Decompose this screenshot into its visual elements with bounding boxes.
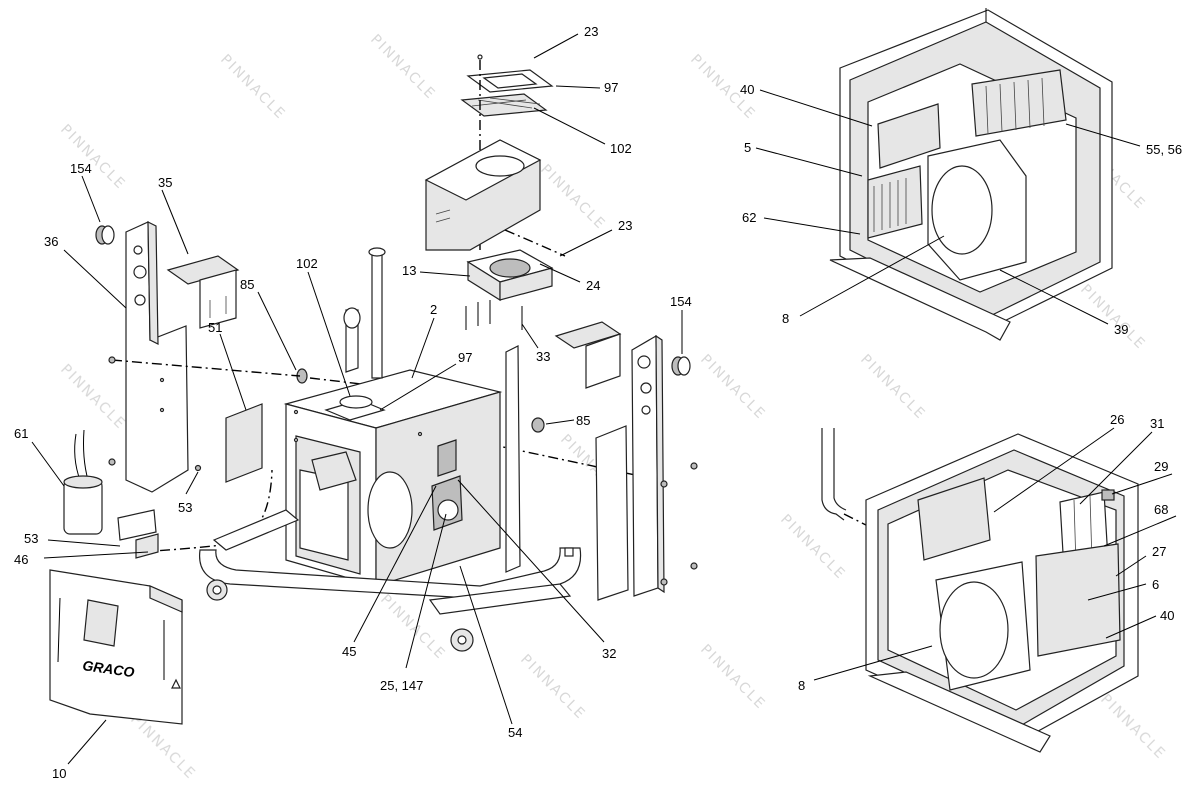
callout-labels: 23 97 102 23 13 24 33 154 35 36 85 102 2… [14, 24, 1182, 781]
right-top-cover [554, 321, 622, 389]
callout-27: 27 [1152, 544, 1166, 559]
grommet-154-left [95, 225, 115, 245]
callout-23-top: 23 [584, 24, 598, 39]
callout-33: 33 [536, 349, 550, 364]
leader-lines [31, 33, 1177, 765]
watermark-text: PINNACLE [57, 362, 129, 434]
callout-5: 5 [744, 140, 751, 155]
callout-102-mid: 102 [296, 256, 318, 271]
watermark-text: PINNACLE [1077, 282, 1149, 354]
inset-enclosure-bottom [821, 428, 1139, 753]
callout-8-bottom: 8 [798, 678, 805, 693]
fan-bracket [424, 139, 542, 251]
callout-31: 31 [1150, 416, 1164, 431]
callout-39: 39 [1114, 322, 1128, 337]
callout-13: 13 [402, 263, 416, 278]
left-top-cover [166, 255, 240, 329]
contactor-26 [917, 477, 991, 561]
callout-154-left: 154 [70, 161, 92, 176]
callout-102-top: 102 [610, 141, 632, 156]
heatsink-5 [867, 165, 923, 239]
callout-6: 6 [1152, 577, 1159, 592]
watermark-text: PINNACLE [217, 52, 289, 124]
callout-36: 36 [44, 234, 58, 249]
front-cover-10: GRACO [49, 569, 183, 725]
graco-logo-text: GRACO [82, 657, 136, 680]
callout-51: 51 [208, 320, 222, 335]
callout-24: 24 [586, 278, 600, 293]
relay-block-40 [877, 103, 941, 169]
exploded-assembly: GRACO [49, 54, 698, 725]
callout-45: 45 [342, 644, 356, 659]
callout-2: 2 [430, 302, 437, 317]
callout-10: 10 [52, 766, 66, 781]
callout-97-mid: 97 [458, 350, 472, 365]
callout-53-a: 53 [178, 500, 192, 515]
callout-97-top: 97 [604, 80, 618, 95]
warning-icon [171, 678, 181, 689]
control-board-6 [1035, 543, 1121, 657]
callout-62: 62 [742, 210, 756, 225]
watermark-text: PINNACLE [517, 652, 589, 724]
callout-85-left: 85 [240, 277, 254, 292]
callout-32: 32 [602, 646, 616, 661]
callout-29: 29 [1154, 459, 1168, 474]
watermark-text: PINNACLE [777, 512, 849, 584]
callout-46: 46 [14, 552, 28, 567]
cooling-fan [465, 249, 554, 330]
callout-154-right: 154 [670, 294, 692, 309]
callout-61: 61 [14, 426, 28, 441]
main-chassis [283, 369, 503, 587]
left-side-panel [125, 221, 189, 493]
watermark-text: PINNACLE [697, 642, 769, 714]
watermark-text: PINNACLE [57, 122, 129, 194]
callout-54: 54 [508, 725, 522, 740]
watermark-text: PINNACLE [367, 32, 439, 104]
right-side-panel [595, 334, 665, 601]
callout-53-b: 53 [24, 531, 38, 546]
watermark-text: PINNACLE [697, 352, 769, 424]
watermark-text: PINNACLE [537, 162, 609, 234]
capacitor-61 [63, 429, 103, 535]
screws [108, 356, 698, 586]
watermark-text: PINNACLE [857, 352, 929, 424]
grommet-85-right [531, 417, 545, 433]
cover-plate-51 [225, 403, 263, 483]
callout-68: 68 [1154, 502, 1168, 517]
callout-25-147: 25, 147 [380, 678, 423, 693]
callout-8-top: 8 [782, 311, 789, 326]
callout-35: 35 [158, 175, 172, 190]
callout-40-bottom: 40 [1160, 608, 1174, 623]
callout-40-top: 40 [740, 82, 754, 97]
grommet-154-right [671, 356, 691, 376]
callout-26: 26 [1110, 412, 1124, 427]
graco-logo-mark [83, 599, 119, 647]
watermark-text: PINNACLE [1097, 692, 1169, 764]
component-29 [1101, 489, 1115, 501]
callout-85-right: 85 [576, 413, 590, 428]
callout-55-56: 55, 56 [1146, 142, 1182, 157]
top-filter-gasket [460, 54, 554, 117]
inset-enclosure-top [829, 8, 1113, 341]
cart-frame [198, 247, 582, 652]
capacitor-bracket-46 [117, 509, 159, 559]
callout-23-mid: 23 [618, 218, 632, 233]
